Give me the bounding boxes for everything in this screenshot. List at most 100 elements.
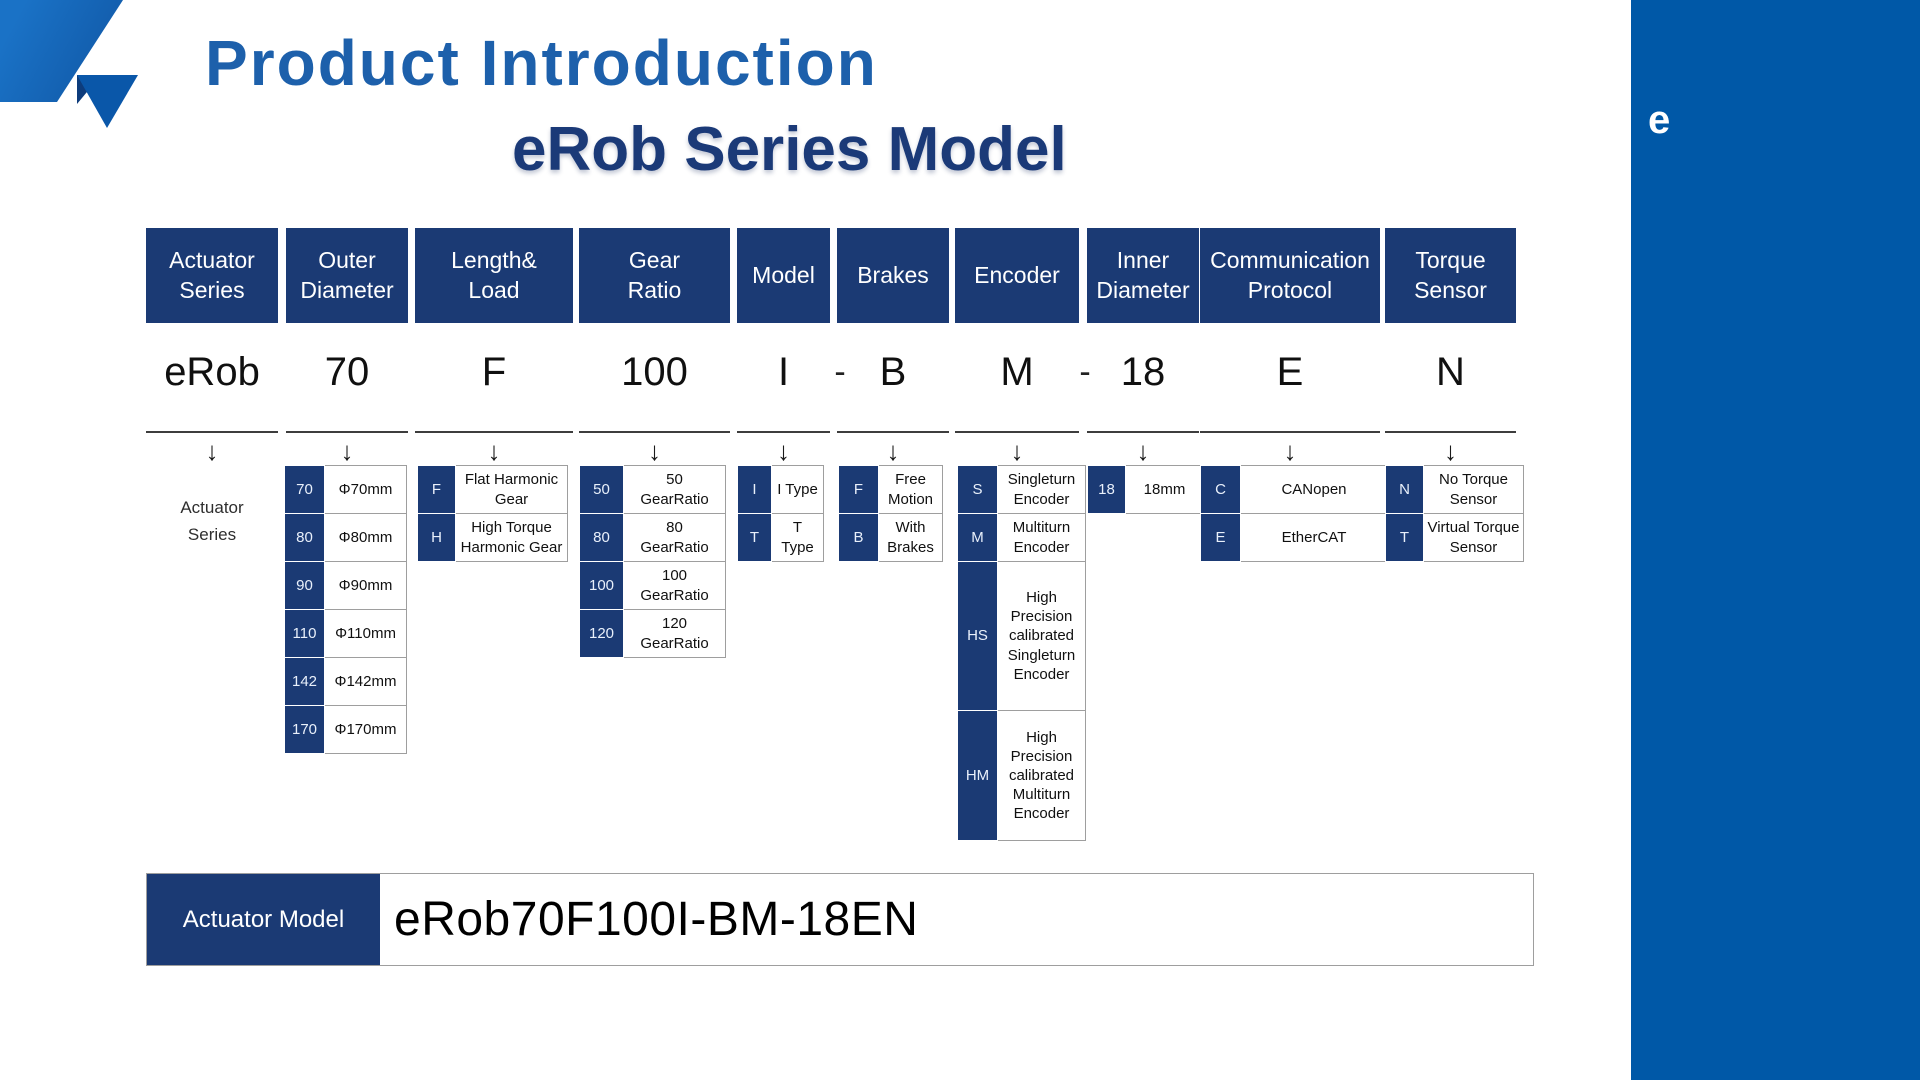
option-label: Free Motion	[878, 465, 943, 514]
option-code: 80	[579, 513, 624, 562]
down-arrow-icon: ↓	[886, 436, 900, 466]
code-separator-2: -	[1079, 353, 1091, 391]
option-code: 110	[284, 609, 325, 658]
code-value-torque-sensor: N	[1436, 350, 1465, 394]
option-label: Singleturn Encoder	[997, 465, 1086, 514]
column-header-inner-diameter: Inner Diameter	[1087, 228, 1199, 323]
column-header-model: Model	[737, 228, 830, 323]
column-header-length-load: Length& Load	[415, 228, 573, 323]
option-label: I Type	[771, 465, 824, 514]
column-underline-encoder	[955, 431, 1079, 433]
option-label: 50 GearRatio	[623, 465, 726, 514]
option-code: 80	[284, 513, 325, 562]
option-label: Φ80mm	[324, 513, 407, 562]
option-code: 18	[1087, 465, 1126, 514]
corner-logo	[0, 0, 170, 150]
code-value-outer-diameter: 70	[324, 350, 370, 394]
down-arrow-icon: ↓	[1010, 436, 1024, 466]
down-arrow-icon: ↓	[648, 436, 661, 466]
option-label: CANopen	[1240, 465, 1388, 514]
option-code: 120	[579, 609, 624, 658]
option-label: 100 GearRatio	[623, 561, 726, 610]
column-underline-actuator-series	[146, 431, 278, 433]
option-code: M	[957, 513, 998, 562]
option-code: B	[838, 513, 879, 562]
code-value-model: I	[777, 350, 790, 394]
code-value-communication-protocol: E	[1276, 350, 1304, 394]
option-label: 18mm	[1125, 465, 1204, 514]
option-label: Flat Harmonic Gear	[455, 465, 568, 514]
column-note-actuator-series: Actuator Series	[180, 498, 244, 545]
code-separator-1: -	[834, 353, 846, 391]
option-label: 80 GearRatio	[623, 513, 726, 562]
option-code: 90	[284, 561, 325, 610]
code-value-actuator-series: eRob	[164, 350, 260, 394]
column-underline-brakes	[837, 431, 949, 433]
option-label: Φ142mm	[324, 657, 407, 706]
option-code: S	[957, 465, 998, 514]
option-code: T	[737, 513, 772, 562]
column-header-brakes: Brakes	[837, 228, 949, 323]
code-value-gear-ratio: 100	[621, 350, 688, 394]
down-arrow-icon: ↓	[340, 436, 354, 466]
option-code: HS	[957, 561, 998, 711]
option-code: 70	[284, 465, 325, 514]
down-arrow-icon: ↓	[1136, 436, 1150, 466]
column-header-gear-ratio: Gear Ratio	[579, 228, 730, 323]
option-label: Φ170mm	[324, 705, 407, 754]
option-label: Φ70mm	[324, 465, 407, 514]
down-arrow-icon: ↓	[205, 436, 219, 466]
column-header-torque-sensor: Torque Sensor	[1385, 228, 1516, 323]
option-code: I	[737, 465, 772, 514]
option-label: High Precision calibrated Multiturn Enco…	[997, 710, 1086, 841]
column-underline-length-load	[415, 431, 573, 433]
code-value-brakes: B	[879, 350, 907, 394]
down-arrow-icon: ↓	[1444, 436, 1457, 466]
code-value-inner-diameter: 18	[1120, 350, 1166, 394]
right-sidebar: e	[1631, 0, 1920, 1080]
actuator-model-bar: Actuator Model eRob70F100I-BM-18EN	[146, 873, 1534, 966]
column-header-communication-protocol: Communication Protocol	[1200, 228, 1380, 323]
actuator-model-value: eRob70F100I-BM-18EN	[394, 893, 919, 946]
column-underline-communication-protocol	[1200, 431, 1380, 433]
column-underline-inner-diameter	[1087, 431, 1199, 433]
actuator-model-label: Actuator Model	[147, 874, 380, 965]
option-label: Φ110mm	[324, 609, 407, 658]
column-header-actuator-series: Actuator Series	[146, 228, 278, 323]
option-label: 120 GearRatio	[623, 609, 726, 658]
option-code: 100	[579, 561, 624, 610]
option-label: T Type	[771, 513, 824, 562]
column-underline-outer-diameter	[286, 431, 408, 433]
code-value-length-load: F	[481, 350, 507, 394]
option-code: F	[838, 465, 879, 514]
option-label: High Precision calibrated Singleturn Enc…	[997, 561, 1086, 711]
option-code: 142	[284, 657, 325, 706]
option-label: With Brakes	[878, 513, 943, 562]
option-code: E	[1200, 513, 1241, 562]
option-label: High Torque Harmonic Gear	[455, 513, 568, 562]
